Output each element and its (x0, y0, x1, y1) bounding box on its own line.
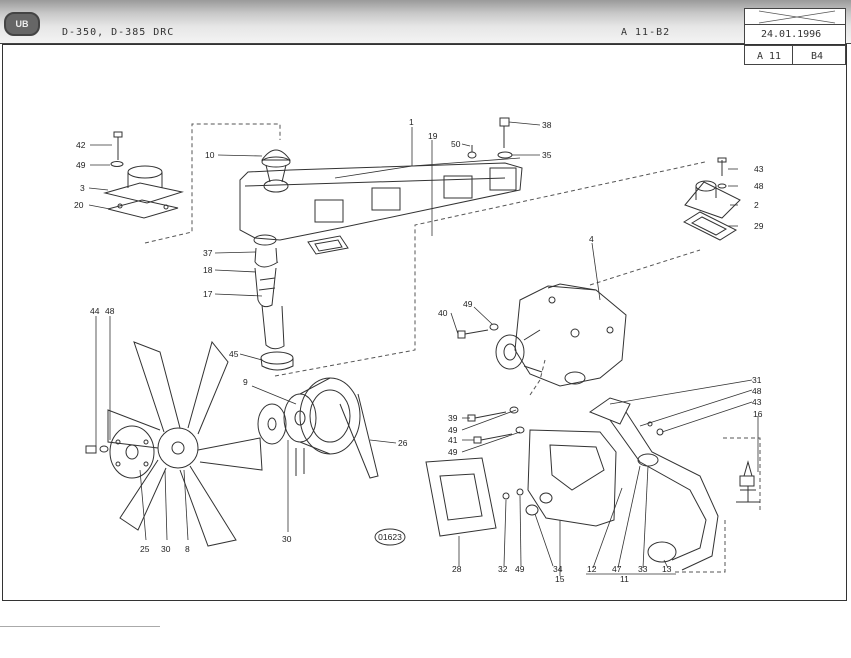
callout-label: 49 (448, 425, 458, 435)
scan-edge-line (0, 626, 160, 627)
bolt-part (497, 117, 513, 159)
callout-label: 34 (553, 564, 563, 574)
callout-label: 11 (620, 574, 629, 584)
callout-label: 28 (452, 564, 462, 574)
callout-labels: 42 49 3 20 10 1 19 50 38 35 43 48 2 29 3… (74, 117, 764, 584)
callout-label: 49 (76, 160, 86, 170)
dashed-leader-lines (144, 123, 761, 573)
callout-label: 44 (90, 306, 100, 316)
callout-label: 37 (203, 248, 213, 258)
section-text: A 11 (757, 51, 782, 62)
callout-label: 13 (662, 564, 672, 574)
callout-label: 43 (754, 164, 764, 174)
drawing-number-oval (374, 528, 406, 546)
callout-label: 19 (428, 131, 438, 141)
callout-label: 48 (754, 181, 764, 191)
callout-label: 16 (753, 409, 763, 419)
stamp-divider (745, 45, 845, 46)
bypass-pipe-part (588, 397, 719, 571)
callout-label: 48 (752, 386, 762, 396)
crossed-box-icon (745, 10, 845, 25)
callout-label: 41 (448, 435, 458, 445)
water-pump-part (495, 283, 627, 387)
callout-label: 43 (752, 397, 762, 407)
coolant-hose-part (253, 234, 294, 371)
callout-label: 49 (448, 447, 458, 457)
stamp-divider-v (792, 45, 793, 65)
callout-label: 30 (161, 544, 171, 554)
callout-label: 3 (80, 183, 85, 193)
callout-label: 29 (754, 221, 764, 231)
callout-label: 4 (589, 234, 594, 244)
callout-label: 50 (451, 139, 461, 149)
thermostat-part (261, 149, 291, 193)
bolt-part (110, 131, 124, 167)
callout-label: 15 (555, 574, 565, 584)
temperature-sender-part (736, 460, 760, 503)
callout-label: 32 (498, 564, 508, 574)
callout-label: 40 (438, 308, 448, 318)
drawing-frame (2, 44, 847, 601)
fan-pulley-part (257, 377, 379, 479)
callout-label: 42 (76, 140, 86, 150)
callout-label: 30 (282, 534, 292, 544)
title-block: 24.01.1996 A 11 B4 (744, 8, 846, 65)
callout-label: 48 (105, 306, 115, 316)
bolt-part (467, 406, 525, 444)
drawing-number: 01623 (378, 532, 402, 542)
callout-label: 45 (229, 349, 239, 359)
pump-housing-part (425, 429, 617, 537)
engine-mount-part (103, 165, 184, 219)
callout-label: 20 (74, 200, 84, 210)
callout-label: 26 (398, 438, 408, 448)
callout-leaders (88, 121, 759, 576)
callout-label: 38 (542, 120, 552, 130)
callout-label: 18 (203, 265, 213, 275)
callout-label: 12 (587, 564, 597, 574)
callout-label: 47 (612, 564, 622, 574)
callout-label: 8 (185, 544, 190, 554)
cooling-fan-part (85, 340, 263, 547)
callout-label: 39 (448, 413, 458, 423)
callout-label: 1 (409, 117, 414, 127)
callout-label: 35 (542, 150, 552, 160)
water-manifold-part (239, 145, 523, 255)
header-rule (0, 43, 851, 44)
bolt-part (457, 323, 499, 339)
callout-label: 17 (203, 289, 213, 299)
model-text: D-350, D-385 DRC (62, 27, 175, 38)
callout-label: 49 (515, 564, 525, 574)
callout-label: 49 (463, 299, 473, 309)
callout-label: 25 (140, 544, 150, 554)
callout-label: 31 (752, 375, 762, 385)
water-outlet-part (682, 157, 741, 241)
callout-label: 9 (243, 377, 248, 387)
callout-label: 2 (754, 200, 759, 210)
date-text: 24.01.1996 (761, 29, 822, 40)
sheet-text: B4 (811, 51, 824, 62)
logo: UB (4, 12, 40, 36)
callout-label: 33 (638, 564, 648, 574)
scan-header-band (0, 0, 851, 44)
callout-label: 10 (205, 150, 215, 160)
page-code: A 11-B2 (621, 27, 671, 38)
